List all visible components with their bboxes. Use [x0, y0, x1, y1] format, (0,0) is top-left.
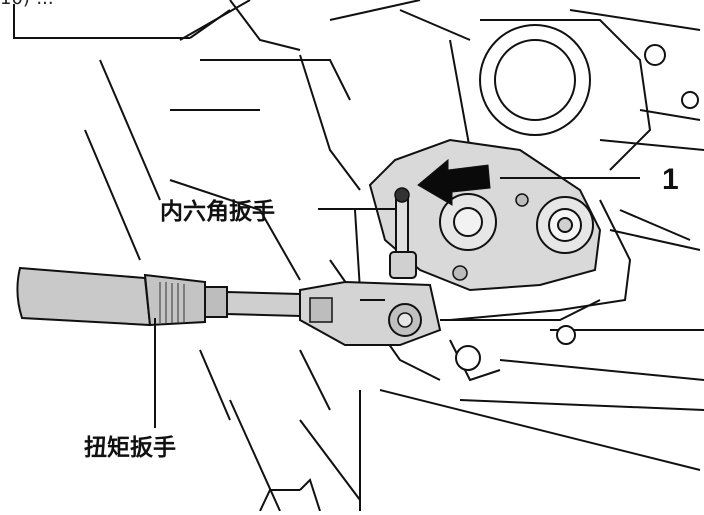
caption-frame [13, 4, 231, 39]
label-hex-wrench: 内六角扳手 [160, 199, 275, 225]
top-caption: 10)-... [0, 0, 54, 9]
engine-block [84, 0, 704, 512]
hex-key [389, 187, 417, 279]
rotation-arrow [417, 158, 491, 206]
torque-wrench [16, 266, 442, 346]
label-callout-1: 1 [662, 163, 679, 196]
pulley-housing [449, 19, 699, 171]
leader-lines [154, 177, 640, 428]
label-torque-wrench: 扭矩扳手 [84, 435, 176, 461]
